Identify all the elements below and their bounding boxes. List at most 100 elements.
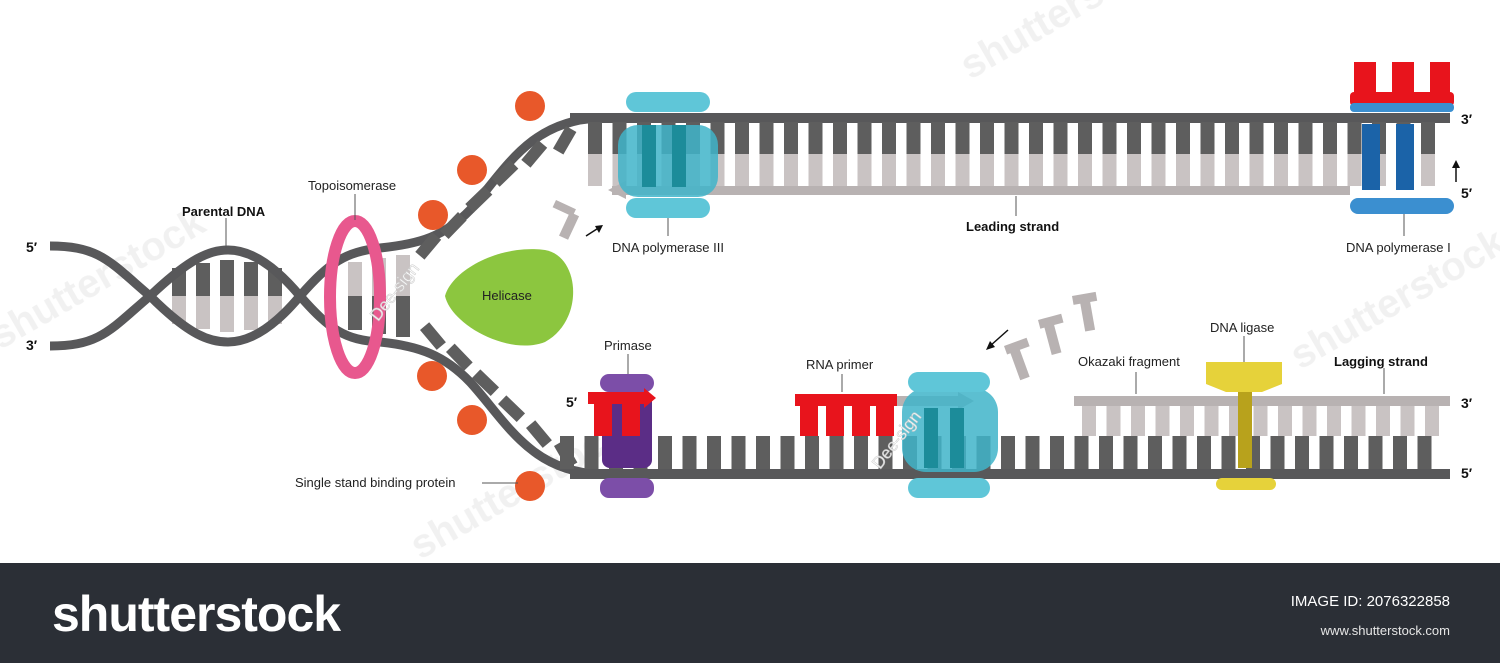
base-rung-template bbox=[1197, 436, 1211, 469]
base-rung-okazaki bbox=[1425, 406, 1439, 436]
base-rung-template bbox=[759, 122, 774, 154]
base-rung-template bbox=[735, 122, 749, 154]
direction-arrow-leading bbox=[585, 225, 603, 237]
dna-polymerase-iii-leading bbox=[618, 92, 718, 218]
base-rung-new bbox=[1053, 154, 1068, 186]
parental-dna-label: Parental DNA bbox=[182, 204, 266, 219]
base-rung-template bbox=[808, 122, 823, 154]
lagging-strand-label: Lagging strand bbox=[1334, 354, 1428, 369]
dna-polymerase-iii-lagging bbox=[902, 372, 998, 498]
base-rung-template bbox=[1176, 122, 1190, 154]
base-rung-new bbox=[735, 154, 749, 186]
base-rung-template bbox=[1123, 436, 1138, 469]
parental-strand-b bbox=[49, 245, 601, 479]
base-rung-template bbox=[1270, 436, 1285, 469]
base-rung-template bbox=[1029, 122, 1043, 154]
base-rung-new bbox=[906, 154, 921, 186]
base-rung-template bbox=[1099, 436, 1113, 469]
base-rung-okazaki bbox=[1376, 406, 1390, 436]
base-rung-okazaki bbox=[1253, 406, 1268, 436]
base-rung-template bbox=[1074, 436, 1089, 469]
base-rung-okazaki bbox=[1082, 406, 1096, 436]
base-rung-new bbox=[833, 154, 847, 186]
base-rung-new bbox=[1078, 154, 1092, 186]
base-rung-template bbox=[1393, 436, 1407, 469]
base-rung-new bbox=[784, 154, 798, 186]
base-rung-template bbox=[1001, 436, 1015, 469]
dna-polymerase-i bbox=[1350, 62, 1454, 214]
helicase-label: Helicase bbox=[482, 288, 532, 303]
end-label-leading-bottom: 5′ bbox=[1461, 185, 1473, 201]
end-label-primase: 5′ bbox=[566, 394, 578, 410]
free-nucleotides-lagging bbox=[1004, 291, 1098, 381]
primase bbox=[588, 374, 656, 498]
base-rung-new bbox=[1421, 154, 1435, 186]
base-rung-new bbox=[1102, 154, 1117, 186]
base-rung-template bbox=[833, 122, 847, 154]
base-rung-okazaki bbox=[1327, 406, 1341, 436]
direction-arrow-up bbox=[1452, 160, 1460, 182]
base-rung-template bbox=[1274, 122, 1288, 154]
direction-arrow-lagging bbox=[986, 329, 1009, 350]
base-rung-new bbox=[857, 154, 872, 186]
okazaki-fragment-label: Okazaki fragment bbox=[1078, 354, 1180, 369]
base-rung-template bbox=[878, 436, 893, 469]
base-rung-template bbox=[1368, 436, 1383, 469]
base-rung-new bbox=[1225, 154, 1239, 186]
base-rung-template bbox=[1127, 122, 1141, 154]
end-label-lagging-bottom: 5′ bbox=[1461, 465, 1473, 481]
okazaki-fragment-backbone bbox=[1074, 396, 1450, 406]
base-rung-template bbox=[1221, 436, 1236, 469]
base-rung-okazaki bbox=[1351, 406, 1366, 436]
base-rung-okazaki bbox=[1400, 406, 1415, 436]
base-rung-new bbox=[980, 154, 994, 186]
image-id-text: IMAGE ID: 2076322858 bbox=[1290, 593, 1450, 610]
base-rung-template bbox=[658, 436, 672, 469]
base-rung-template bbox=[1344, 436, 1358, 469]
base-rung-new bbox=[931, 154, 945, 186]
leading-template-backbone bbox=[570, 113, 1450, 123]
base-rung-template bbox=[857, 122, 872, 154]
base-rung-template bbox=[980, 122, 994, 154]
end-label-lagging-top: 3′ bbox=[1461, 395, 1473, 411]
base-rung-okazaki bbox=[1204, 406, 1219, 436]
ssb-proteins bbox=[417, 91, 545, 501]
base-rung-okazaki bbox=[1302, 406, 1317, 436]
base-rung-new bbox=[1323, 154, 1337, 186]
base-rung-template bbox=[1417, 436, 1432, 469]
base-rung-template bbox=[1200, 122, 1215, 154]
base-rung-template bbox=[784, 122, 798, 154]
base-rung-template bbox=[1148, 436, 1162, 469]
base-rung-new bbox=[1347, 154, 1362, 186]
ssb-protein bbox=[457, 405, 487, 435]
base-rung-new bbox=[1200, 154, 1215, 186]
base-rung-template bbox=[829, 436, 844, 469]
end-label-parental-bottom: 3′ bbox=[26, 337, 38, 353]
ssb-protein bbox=[418, 200, 448, 230]
lagging-template-backbone bbox=[570, 469, 1450, 479]
base-rung-new bbox=[588, 154, 602, 186]
site-url-text: www.shutterstock.com bbox=[1320, 623, 1450, 638]
ssb-label: Single stand binding protein bbox=[295, 475, 455, 490]
topoisomerase bbox=[324, 215, 386, 379]
rna-primer-label: RNA primer bbox=[806, 357, 874, 372]
leading-strand-label: Leading strand bbox=[966, 219, 1059, 234]
ssb-protein bbox=[515, 91, 545, 121]
base-rung-template bbox=[1172, 436, 1187, 469]
base-rung-template bbox=[756, 436, 770, 469]
parental-dna-helix bbox=[49, 113, 601, 479]
base-rung-template bbox=[1102, 122, 1117, 154]
base-rung-template bbox=[1004, 122, 1019, 154]
lagging-strand-assembly bbox=[560, 392, 1450, 479]
base-rung-template bbox=[1298, 122, 1313, 154]
base-rung-template bbox=[906, 122, 921, 154]
base-rung-new bbox=[1004, 154, 1019, 186]
base-rung-template bbox=[1295, 436, 1309, 469]
base-rung-new bbox=[1298, 154, 1313, 186]
base-rung-okazaki bbox=[1155, 406, 1170, 436]
base-rung-template bbox=[805, 436, 819, 469]
base-rung-template bbox=[682, 436, 697, 469]
leading-new-backbone bbox=[612, 186, 1350, 195]
base-rung-new bbox=[1176, 154, 1190, 186]
